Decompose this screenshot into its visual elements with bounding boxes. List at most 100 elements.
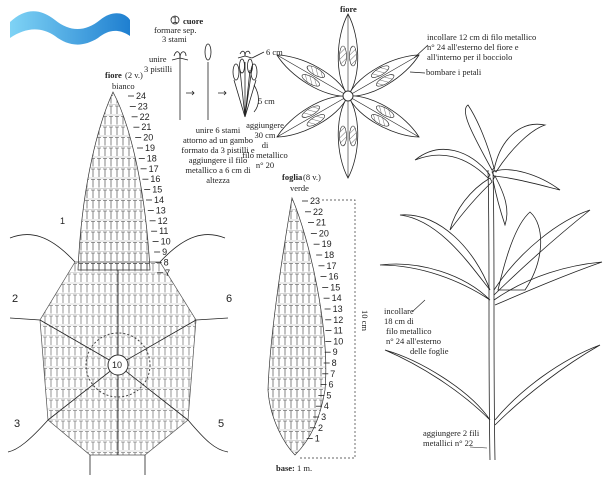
label: bianco [112,81,135,91]
row-label: 12 [333,315,343,325]
row-label: 9 [162,247,167,257]
label: incollare 12 cm di filo metallico [427,32,536,42]
row-label: 6 [328,380,333,390]
petal-label: 5 [218,418,224,430]
label: delle foglie [410,346,449,356]
row-label: 14 [332,293,342,303]
row-label: 13 [156,205,166,215]
label: (2 v.) [125,70,143,80]
row-label: 14 [154,195,164,205]
cuore-title: cuore [183,16,203,26]
label: formare sep. [154,25,196,35]
label: metallico a 6 cm di [185,165,251,175]
row-label: 17 [326,261,336,271]
stamen-bundle-icon [232,50,265,118]
wave-logo [10,11,130,45]
step-number: 1 [173,15,178,25]
row-label: 22 [140,112,150,122]
row-label: 11 [159,226,168,236]
row-label: 20 [143,133,153,143]
row-label: 11 [333,326,342,336]
pistil-icon [171,51,189,120]
label: metallici n° 22 [423,438,473,448]
label: n° 24 all'esterno del fiore e [427,42,519,52]
petal [276,95,349,138]
row-label: 7 [330,369,335,379]
label: fiore [340,4,357,14]
foglia-chart: foglia (8 v.) verde 23222120191817161514… [267,172,370,473]
row-label: 5 [326,390,331,400]
label: all'interno per il bocciolo [427,52,512,62]
label: unire 6 stami [196,125,241,135]
petal [276,54,349,97]
cuore-section: 1 cuore formare sep. 3 stami unire 3 pis… [144,15,288,185]
stamen-icon [204,43,212,120]
row-label: 8 [332,358,337,368]
fiore-top-view: fiore incollare 12 cm di filo metallico … [276,4,536,179]
label: 18 cm di [384,316,414,326]
row-label: 9 [333,347,338,357]
cuore-instruction: unire 6 stami attorno ad un gambo format… [181,125,254,185]
fiore-chart: fiore (2 v.) bianco 10 24232221201918171… [7,70,232,475]
row-label: 23 [138,101,148,111]
row-label: 16 [150,174,160,184]
row-label: 3 [321,412,326,422]
center-label: 10 [112,360,122,370]
label: incollare [384,306,414,316]
arrow-icon [218,90,227,96]
petal-label: 6 [226,293,232,305]
label: verde [290,183,309,193]
row-label: 21 [316,218,326,228]
row-label: 17 [149,164,159,174]
row-label: 1 [315,434,320,444]
label: base: [276,463,295,473]
petal-label: 3 [14,418,20,430]
row-label: 24 [136,91,146,101]
row-label: 23 [310,196,320,206]
row-label: 21 [141,122,151,132]
petal [337,95,359,179]
label: bombare i petali [426,67,482,77]
row-label: 8 [164,257,169,267]
row-label: 16 [328,272,338,282]
row-label: 13 [333,304,343,314]
petal [347,95,420,138]
row-label: 10 [333,336,343,346]
label: attorno ad un gambo [183,135,253,145]
label: n° 24 all'esterno [386,336,441,346]
add-wire-note: aggiungere 30 cm di filo metallico n° 20 [242,120,288,170]
leaf-length: 10 cm [360,310,370,331]
petal [337,13,359,97]
label: fiore [105,70,122,80]
plant-notes: incollare 18 cm di filo metallico n° 24 … [384,306,480,448]
row-label: 7 [165,268,170,278]
label: n° 20 [256,160,274,170]
row-label: 19 [322,239,332,249]
label: aggiungere 2 fili [423,428,480,438]
row-label: 18 [324,250,334,260]
label: formato da 3 pistilli e [181,145,254,155]
label: 3 pistilli [144,64,173,74]
label: filo metallico [242,150,288,160]
row-label: 18 [147,153,157,163]
row-label: 15 [330,282,340,292]
row-label: 2 [318,423,323,433]
row-label: 10 [161,237,171,247]
label: 30 cm [254,130,275,140]
label: 3 stami [162,34,187,44]
row-label: 12 [158,216,168,226]
lily-plant-illustration [379,104,603,461]
row-label: 22 [313,207,323,217]
label: foglia [282,172,303,182]
petal [347,54,420,97]
label: unire [149,54,167,64]
size-6cm: 6 cm [266,47,283,57]
label: (8 v.) [303,172,321,182]
label: altezza [206,175,230,185]
label: aggiungere il filo [189,155,248,165]
row-label: 1 [60,216,65,226]
label: aggiungere [246,120,284,130]
row-label: 19 [145,143,155,153]
arrow-icon [186,90,195,96]
